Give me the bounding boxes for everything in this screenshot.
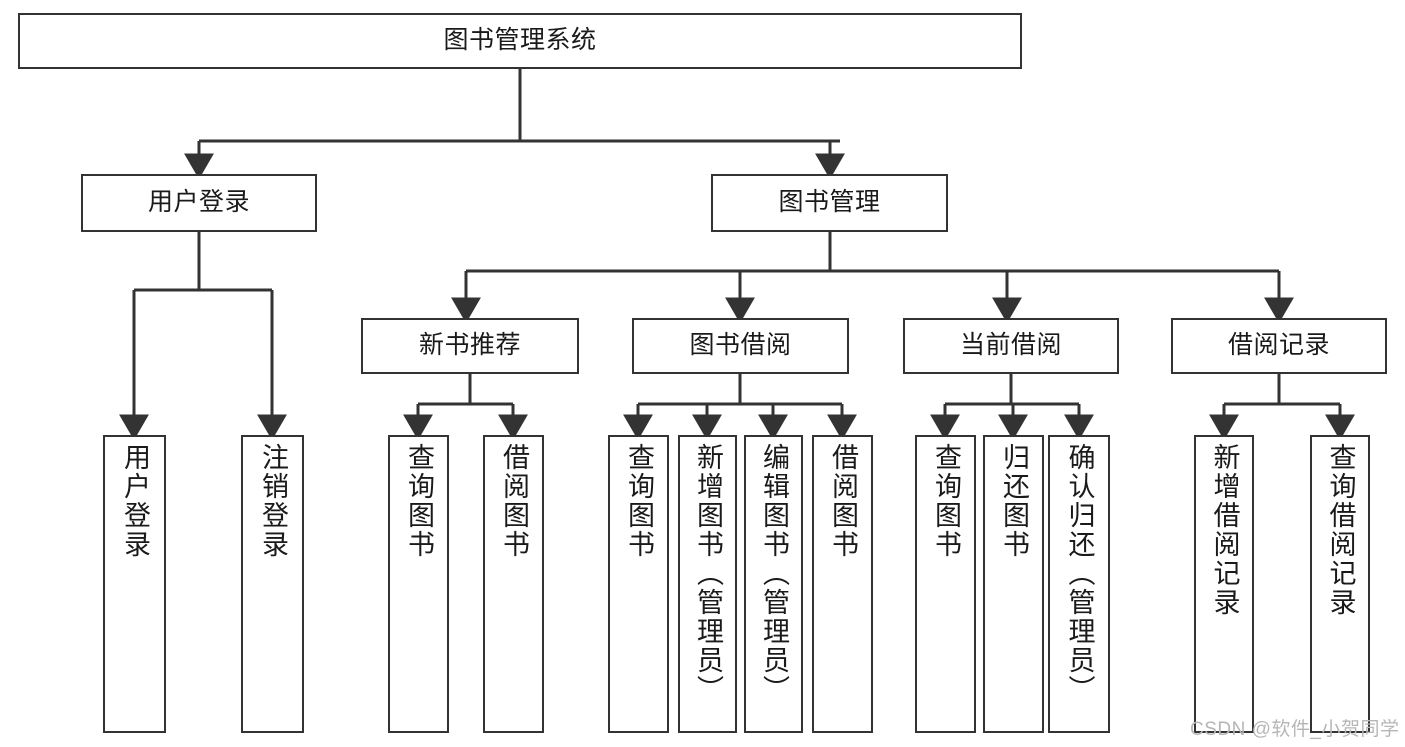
node-label: 图书管理系统 [443,26,597,55]
node-leaf-borrow-book-2[interactable]: 借阅图书 [812,435,873,733]
node-label: 查询借阅记录 [1325,443,1356,617]
node-label: 用户登录 [147,188,250,217]
node-label: 新书推荐 [418,331,521,360]
node-root-system[interactable]: 图书管理系统 [18,13,1022,69]
node-label: 查询图书 [624,443,654,559]
node-leaf-query-book-3[interactable]: 查询图书 [915,435,976,733]
node-leaf-confirm-return[interactable]: 确认归还（管理员） [1048,435,1110,733]
node-current-borrow[interactable]: 当前借阅 [903,318,1119,374]
node-book-manage[interactable]: 图书管理 [711,174,948,232]
node-leaf-edit-book[interactable]: 编辑图书（管理员） [744,435,803,733]
node-leaf-query-book-1[interactable]: 查询图书 [388,435,449,733]
node-leaf-borrow-book-1[interactable]: 借阅图书 [483,435,544,733]
node-label: 注销登录 [258,443,288,559]
node-label: 新增图书（管理员） [693,443,723,704]
node-label: 当前借阅 [959,331,1062,360]
node-new-book-recommend[interactable]: 新书推荐 [361,318,579,374]
node-label: 用户登录 [120,443,150,559]
node-label: 编辑图书（管理员） [759,443,789,704]
node-leaf-add-book[interactable]: 新增图书（管理员） [678,435,737,733]
node-label: 查询图书 [931,443,961,559]
csdn-watermark: CSDN @软件_小贺同学 [1190,719,1400,740]
node-label: 确认归还（管理员） [1064,443,1095,704]
node-label: 借阅图书 [499,443,529,559]
node-label: 新增借阅记录 [1209,443,1240,617]
node-label: 查询图书 [404,443,434,559]
node-leaf-user-login[interactable]: 用户登录 [103,435,166,733]
node-leaf-add-record[interactable]: 新增借阅记录 [1194,435,1254,733]
node-user-login[interactable]: 用户登录 [81,174,317,232]
node-label: 借阅图书 [828,443,858,559]
node-label: 借阅记录 [1227,331,1330,360]
node-leaf-query-book-2[interactable]: 查询图书 [608,435,669,733]
node-book-borrow[interactable]: 图书借阅 [632,318,849,374]
node-leaf-return-book[interactable]: 归还图书 [983,435,1044,733]
node-leaf-query-record[interactable]: 查询借阅记录 [1310,435,1370,733]
node-label: 图书管理 [778,188,881,217]
node-label: 图书借阅 [689,331,792,360]
node-label: 归还图书 [999,443,1029,559]
node-borrow-record[interactable]: 借阅记录 [1171,318,1387,374]
node-leaf-logout[interactable]: 注销登录 [241,435,304,733]
